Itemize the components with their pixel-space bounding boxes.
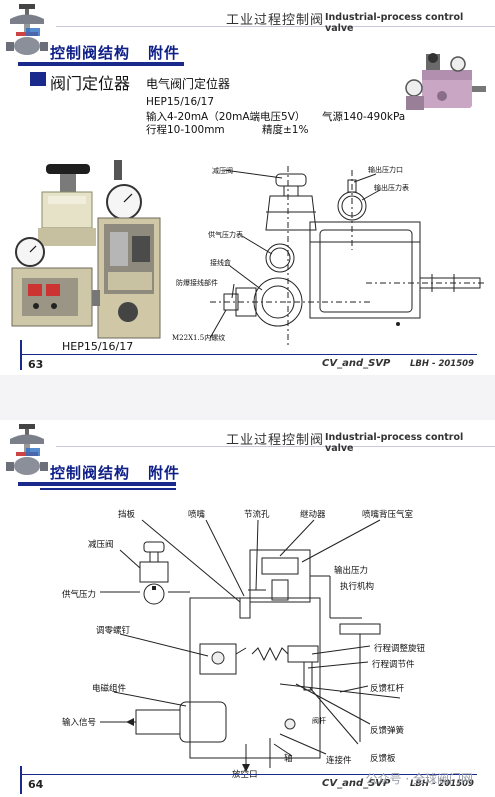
spec-input: 输入4-20mA（20mA端电压5V） [146,111,306,123]
label-junction-box: 接线盒 [210,259,231,267]
label-actuator: 执行机构 [340,582,375,592]
footer-course: CV_and_SVP [322,358,391,369]
label-zero-screw: 调零螺钉 [96,626,131,636]
label-coil: 电磁组件 [92,684,127,694]
section-title: 控制阀结构附件 [50,42,180,63]
label-feedback-spring: 反馈弹簧 [370,726,405,736]
footer-vertical-rule [20,766,22,794]
label-explosion-proof: 防爆接线部件 [176,279,218,287]
label-stroke-knob: 行程调整旋钮 [374,644,426,654]
slide-64: 工业过程控制阀 Industrial-process control valve… [0,420,495,795]
label-output: 输出压力 [334,566,369,576]
header-rule [56,446,495,447]
label-exhaust: 放空口 [232,770,258,780]
label-nozzle: 喷嘴 [188,510,206,520]
label-connector: 连接件 [326,756,352,766]
section-title-sub: 附件 [148,464,181,482]
label-reducer: 减压阀 [88,540,114,550]
label-input-signal: 输入信号 [62,718,97,728]
label-baffle: 挡板 [118,510,136,520]
header-rule [56,26,495,27]
footer-author: LBH - 201509 [410,779,474,789]
spec-air: 气源140-490kPa [322,111,406,123]
label-supply: 供气压力 [62,590,97,600]
title-underline-2 [40,488,176,490]
title-underline [18,482,176,486]
header-cn: 工业过程控制阀 [226,433,325,448]
valve-logo-icon [6,4,48,55]
footer-author: LBH - 201509 [410,359,474,369]
label-shaft: 轴 [284,754,293,764]
label-reducer: 减压阀 [212,167,233,175]
label-feedback-lever: 反馈杠杆 [370,684,405,694]
label-orifice: 节流孔 [244,510,270,520]
page-number: 63 [28,358,44,371]
watermark: 公众号 · 全球阀门网 [365,772,473,786]
spec-model: HEP15/16/17 [146,96,215,108]
spec-accuracy: 精度±1% [262,124,309,136]
positioner-schematic [100,519,401,772]
label-supply-gauge: 供气压力表 [208,231,243,239]
label-stroke-adjust: 行程调节件 [372,660,415,670]
photo-caption: HEP15/16/17 [62,340,134,353]
label-relay: 继动器 [300,510,326,520]
footer-rule [20,774,477,775]
footer-rule [20,354,477,355]
section-title-sub: 附件 [148,44,181,62]
label-out-gauge: 输出压力表 [374,184,409,192]
label-feedback-plate: 反馈板 [370,754,396,764]
footer-vertical-rule [20,340,22,370]
valve-logo-icon [6,424,48,475]
footer-course: CV_and_SVP [322,778,391,789]
label-out-port: 输出压力口 [368,166,403,174]
positioner-technical-drawing [209,166,486,346]
slide-gap [0,375,495,420]
section-title: 控制阀结构附件 [50,462,180,483]
header-en: Industrial-process control valve [325,432,464,454]
spec-stroke: 行程10-100mm [146,124,225,136]
header-en: Industrial-process control valve [325,12,464,34]
label-stem: 阀杆 [312,717,326,725]
positioner-product-image [405,53,486,110]
subtitle: 阀门定位器 [50,74,131,93]
bullet-bar [30,72,46,86]
slide-63: 工业过程控制阀 Industrial-process control valve… [0,0,495,375]
section-title-main: 控制阀结构 [50,44,131,62]
label-thread: M22X1.5内螺纹 [172,334,226,342]
label-back-pressure: 喷嘴背压气室 [362,510,414,520]
title-underline [18,62,184,66]
section-title-main: 控制阀结构 [50,464,131,482]
page-number: 64 [28,778,44,791]
header-cn: 工业过程控制阀 [226,13,325,28]
positioner-photo [8,154,168,342]
subtitle-2: 电气阀门定位器 [146,77,231,91]
